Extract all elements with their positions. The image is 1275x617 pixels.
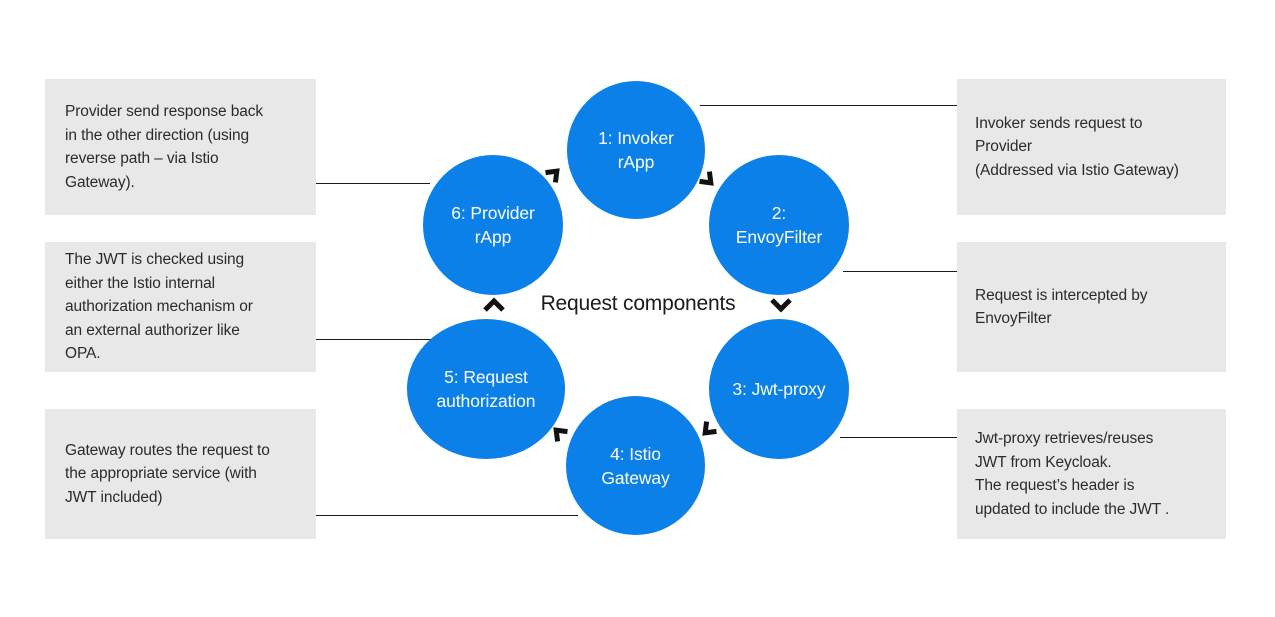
center-caption: Request components [540, 292, 736, 315]
chevron-arrow-up-right-icon [540, 160, 568, 188]
node-2-envoyfilter[interactable]: 2: EnvoyFilter [709, 155, 849, 295]
connector-node1-to-right-callout [700, 105, 957, 106]
chevron-arrow-down-left-icon [694, 416, 722, 444]
callout-left-provider-response: Provider send response back in the other… [45, 79, 316, 215]
connector-node5-to-left-callout [316, 339, 432, 340]
callout-left-jwt-check: The JWT is checked using either the Isti… [45, 242, 316, 372]
chevron-arrow-down-icon [769, 296, 793, 314]
node-6-label: 6: Provider rApp [451, 203, 535, 247]
node-4-label: 4: Istio Gateway [601, 443, 670, 488]
chevron-arrow-up-left-icon [545, 419, 573, 447]
node-5-label: 5: Request authorization [436, 367, 536, 411]
node-6-provider-rapp[interactable]: 6: Provider rApp [423, 155, 563, 295]
node-5-request-authorization[interactable]: 5: Request authorization [407, 319, 565, 459]
callout-left-gateway-routes-text: Gateway routes the request to the approp… [65, 441, 270, 506]
node-3-jwt-proxy[interactable]: 3: Jwt-proxy [709, 319, 849, 459]
chevron-arrow-up-icon [482, 296, 506, 314]
callout-right-jwtproxy-keycloak-text: Jwt-proxy retrieves/reuses JWT from Keyc… [975, 430, 1170, 518]
chevron-arrow-down-right-icon [694, 166, 722, 194]
callout-left-gateway-routes: Gateway routes the request to the approp… [45, 409, 316, 539]
node-3-label: 3: Jwt-proxy [732, 379, 826, 399]
node-1-invoker-rapp[interactable]: 1: Invoker rApp [567, 81, 705, 219]
callout-left-provider-response-text: Provider send response back in the other… [65, 103, 264, 191]
connector-node3-to-right-callout [840, 437, 957, 438]
callout-right-invoker-sends-text: Invoker sends request to Provider (Addre… [975, 114, 1179, 179]
callout-right-jwtproxy-keycloak: Jwt-proxy retrieves/reuses JWT from Keyc… [957, 409, 1226, 539]
connector-node6-to-left-callout [316, 183, 430, 184]
callout-right-envoyfilter-intercept-text: Request is intercepted by EnvoyFilter [975, 286, 1148, 328]
callout-left-jwt-check-text: The JWT is checked using either the Isti… [65, 251, 253, 363]
callout-right-invoker-sends: Invoker sends request to Provider (Addre… [957, 79, 1226, 215]
node-1-label: 1: Invoker rApp [598, 128, 674, 172]
node-2-label: 2: EnvoyFilter [735, 203, 823, 247]
connector-node2-to-right-callout [843, 271, 957, 272]
callout-right-envoyfilter-intercept: Request is intercepted by EnvoyFilter [957, 242, 1226, 372]
node-4-istio-gateway[interactable]: 4: Istio Gateway [566, 396, 705, 535]
connector-node4-to-left-callout [316, 515, 578, 516]
